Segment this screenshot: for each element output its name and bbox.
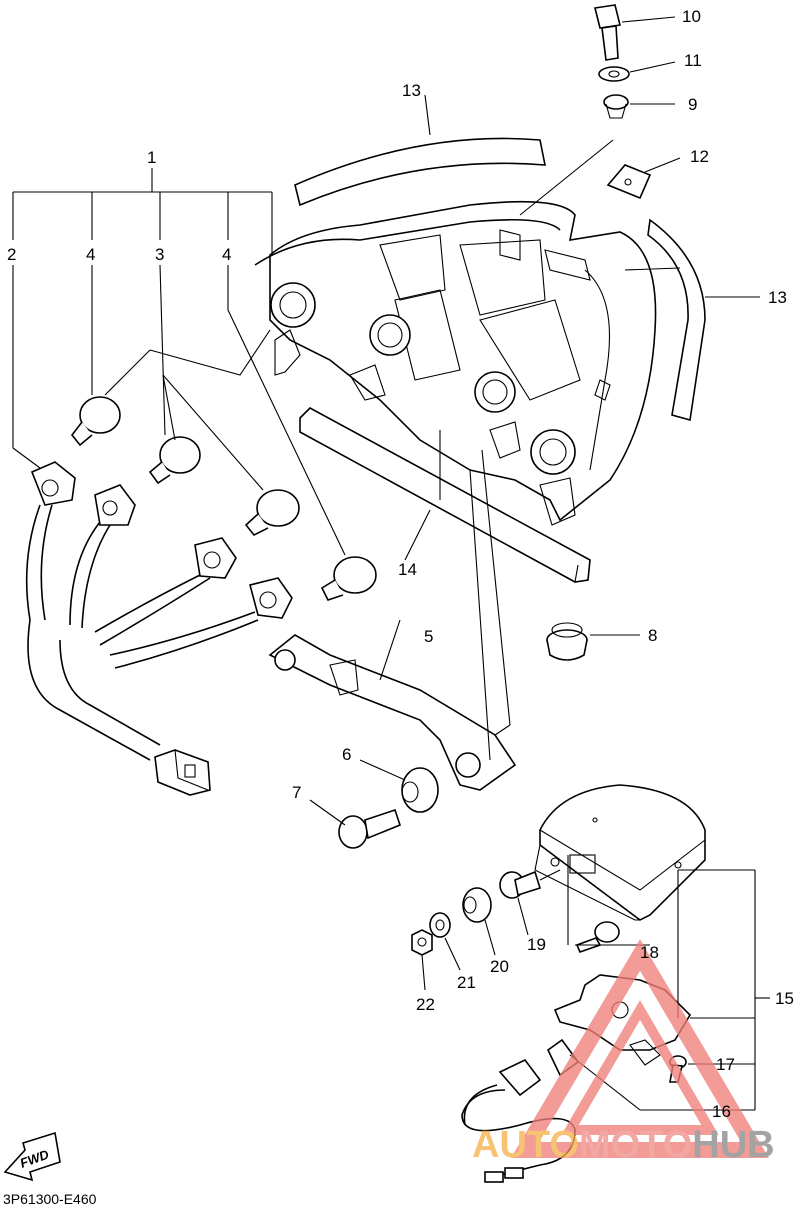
fwd-arrow: FWD [3, 1131, 61, 1182]
callout-11: 11 [684, 51, 702, 70]
callout-6: 6 [342, 745, 351, 764]
washer-21 [429, 912, 461, 971]
callout-18: 18 [640, 943, 659, 962]
callout-10: 10 [682, 7, 701, 26]
callout-7: 7 [292, 783, 301, 802]
washer-11 [598, 61, 676, 82]
guide-lines [104, 329, 511, 761]
bulb-4-left [70, 396, 121, 447]
callout-9: 9 [688, 95, 697, 114]
watermark-auto: AUTOMOTOHUB [472, 1124, 775, 1166]
collar-19 [499, 869, 561, 936]
grommet-6 [359, 759, 439, 813]
callout-4-left: 4 [86, 245, 95, 264]
callout-20: 20 [490, 957, 509, 976]
nut-22 [411, 929, 433, 991]
callout-21: 21 [457, 973, 476, 992]
callout-13-side: 13 [768, 288, 787, 307]
callout-12: 12 [690, 147, 709, 166]
bulb-4-right [320, 556, 377, 601]
callout-17: 17 [716, 1055, 735, 1074]
callout-15: 15 [775, 989, 794, 1008]
callout-13-top: 13 [402, 81, 421, 100]
callout-14: 14 [398, 560, 417, 579]
callout-3: 3 [155, 245, 164, 264]
bolt-10 [594, 4, 676, 61]
bulb-3-right [244, 489, 300, 537]
wiring-harness [12, 265, 293, 796]
clip-12 [606, 157, 681, 200]
grommet-8 [546, 622, 640, 661]
bracket-5 [268, 619, 517, 791]
callout-19: 19 [527, 935, 546, 954]
callout-5: 5 [424, 627, 433, 646]
screw-18 [575, 921, 650, 954]
part-13-side-strip [647, 218, 760, 422]
callout-1: 1 [147, 148, 156, 167]
callout-8: 8 [648, 626, 657, 645]
leader-lines-1 [12, 168, 346, 556]
callout-22: 22 [416, 995, 435, 1014]
watermark-logo: AUTOMOTOHUB [472, 939, 775, 1166]
grommet-20 [462, 887, 496, 956]
callout-4-right: 4 [222, 245, 231, 264]
part-14-strip [299, 407, 591, 583]
bulb-3 [148, 436, 201, 485]
callout-labels: 1 2 3 4 4 5 6 7 8 9 10 11 12 13 13 14 15… [7, 7, 794, 1121]
taillight-housing [254, 139, 681, 526]
bulb-holder-16 [461, 1038, 755, 1183]
callout-2: 2 [7, 245, 16, 264]
callout-16: 16 [712, 1102, 731, 1121]
part-code: 3P61300-E460 [3, 1191, 97, 1207]
bolt-7 [309, 799, 401, 849]
part-13-top-strip [294, 94, 546, 207]
license-light [534, 784, 706, 945]
collar-9 [603, 94, 675, 119]
